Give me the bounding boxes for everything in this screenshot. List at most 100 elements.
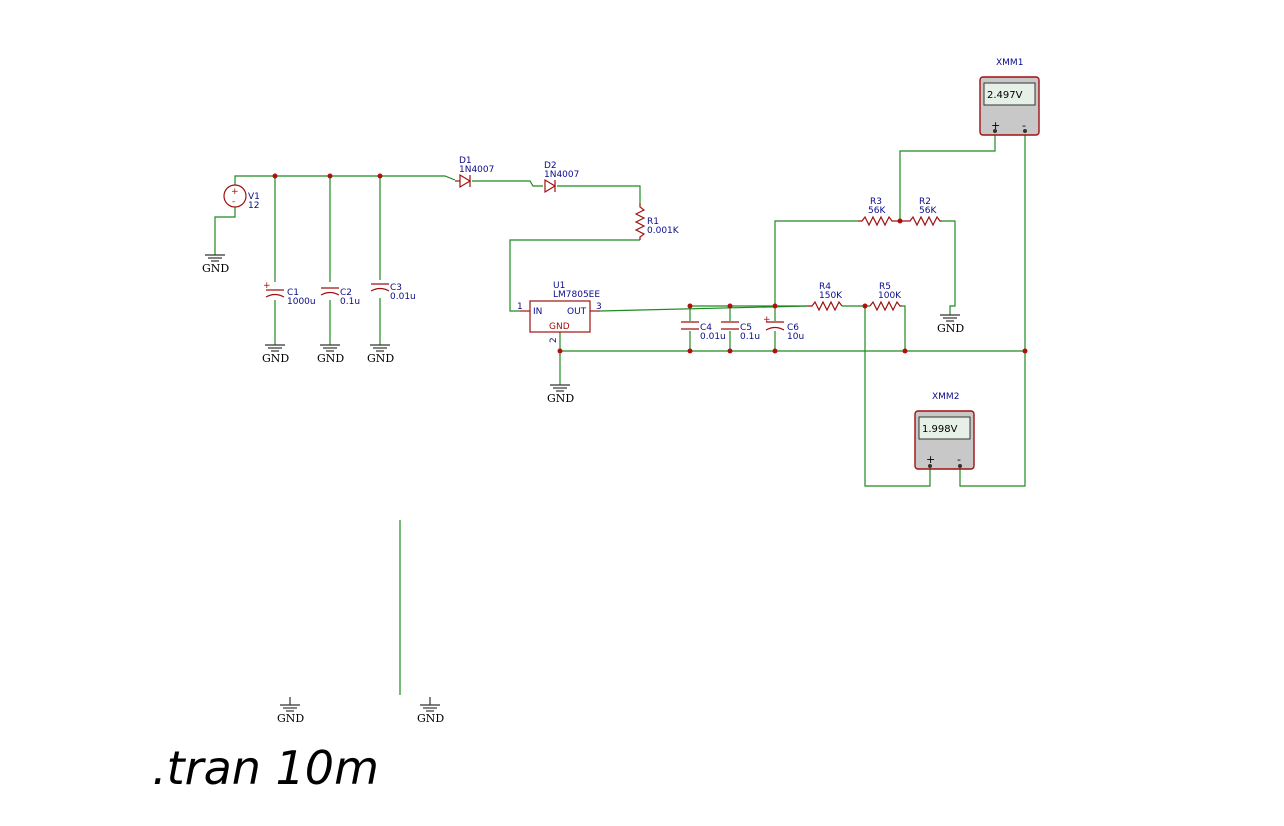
u1-pin3: 3 [596,302,602,312]
xmm1-plus: + [991,119,1000,132]
capacitor-c1[interactable]: + C1 1000u [263,281,316,307]
svg-text:+: + [263,281,271,291]
wire-input-rail[interactable] [234,175,456,185]
junction-node [327,173,333,179]
v1-ref: V1 [248,192,260,202]
junction-node [902,348,908,354]
d2-ref: D2 [544,161,557,171]
xmm1-reading: 2.497V [987,90,1023,101]
wire-d2-r1[interactable] [557,185,641,203]
c2-ref: C2 [340,288,352,298]
u1-value: LM7805EE [553,290,600,300]
r3-value: 56K [868,206,886,216]
junction-node [687,303,693,309]
ground-icon[interactable]: GND [317,344,344,365]
diode-d2[interactable]: D2 1N4007 [544,161,579,194]
gnd-label: GND [317,352,344,365]
ground-icon[interactable]: GND [262,344,289,365]
xmm2-minus: - [957,453,961,466]
u1-pin1: 1 [517,302,523,312]
junction-node [1022,348,1028,354]
u1-pin-out: OUT [567,307,587,317]
c6-ref: C6 [787,323,799,333]
junction-node [377,173,383,179]
diode-d1[interactable]: D1 1N4007 [455,156,494,189]
ground-icon[interactable]: GND [277,697,304,725]
wire-r5-rail[interactable] [902,305,906,351]
resistor-r3[interactable]: R3 56K [858,197,900,227]
gnd-label: GND [937,322,964,335]
d2-value: 1N4007 [544,170,579,180]
junction-node [772,303,778,309]
wire-xmm1-plus[interactable] [899,131,996,221]
junction-node [862,303,868,309]
ground-icon[interactable]: GND [417,697,444,725]
r1-ref: R1 [647,217,659,227]
wire-xmm2-plus[interactable] [864,306,931,487]
c1-ref: C1 [287,288,299,298]
c3-ref: C3 [390,283,402,293]
svg-text:+: + [231,187,239,197]
junction-node [272,173,278,179]
multimeter-xmm1[interactable]: XMM1 2.497V + - [979,58,1040,136]
gnd-label: GND [417,712,444,725]
xmm2-reading: 1.998V [922,424,958,435]
r2-value: 56K [919,206,937,216]
d1-ref: D1 [459,156,472,166]
junction-node [772,348,778,354]
ground-icon[interactable]: GND [367,344,394,365]
xmm1-minus: - [1022,119,1026,132]
xmm1-ref: XMM1 [996,58,1023,68]
r1-value: 0.001K [647,226,680,236]
xmm2-plus: + [926,453,935,466]
resistor-r5[interactable]: R5 100K [869,282,902,312]
capacitor-c6[interactable]: + C6 10u [763,315,804,342]
ground-symbols: GND GND GND GND GND [202,254,964,725]
r4-value: 150K [819,291,843,301]
ground-icon[interactable]: GND [937,314,964,335]
c5-ref: C5 [740,323,752,333]
c4-ref: C4 [700,323,712,333]
gnd-label: GND [277,712,304,725]
c3-value: 0.01u [390,292,416,302]
wire-xmm1-minus[interactable] [959,131,1026,487]
capacitor-c3[interactable]: C3 0.01u [370,283,416,302]
r5-ref: R5 [879,282,891,292]
svg-text:-: - [232,197,235,207]
voltage-source-v1[interactable]: + - V1 12 [223,184,260,211]
wire-r3-branch[interactable] [774,220,858,306]
r2-ref: R2 [919,197,931,207]
capacitor-c5[interactable]: C5 0.1u [721,321,760,342]
r4-ref: R4 [819,282,831,292]
c4-value: 0.01u [700,332,726,342]
u1-pin2: 2 [549,337,559,343]
wire-d1-d2[interactable] [472,180,543,187]
resistor-r1[interactable]: R1 0.001K [634,203,680,240]
wire-v1-gnd[interactable] [214,207,236,255]
d1-value: 1N4007 [459,165,494,175]
wire-r1-u1[interactable] [509,239,640,312]
junction-node [557,348,563,354]
capacitor-c4[interactable]: C4 0.01u [681,321,726,342]
gnd-label: GND [547,392,574,405]
regulator-u1[interactable]: U1 LM7805EE IN OUT GND 1 3 2 [517,281,602,343]
resistor-r2[interactable]: R2 56K [900,197,942,227]
gnd-label: GND [202,262,229,275]
c1-value: 1000u [287,297,316,307]
simulation-directive[interactable]: .tran 10m [152,741,379,795]
svg-text:+: + [763,315,771,325]
c6-value: 10u [787,332,804,342]
ground-icon[interactable]: GND [202,254,229,275]
r3-ref: R3 [870,197,882,207]
junction-nodes [272,173,1028,354]
resistor-r4[interactable]: R4 150K [808,282,843,312]
wires [214,131,1026,695]
wire-r2-gnd[interactable] [942,220,956,315]
gnd-label: GND [367,352,394,365]
capacitor-c2[interactable]: C2 0.1u [320,287,360,307]
ground-icon[interactable]: GND [547,384,574,405]
multimeter-xmm2[interactable]: XMM2 1.998V + - [914,392,975,470]
v1-value: 12 [248,201,259,211]
u1-ref: U1 [553,281,565,291]
